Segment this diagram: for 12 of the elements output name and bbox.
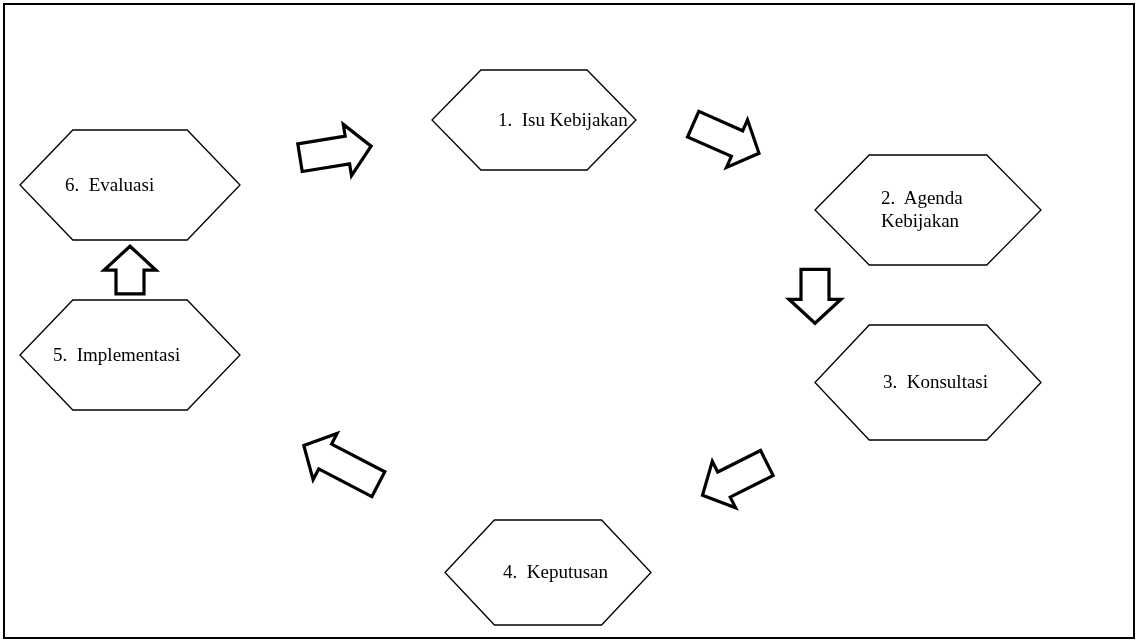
block-arrow	[99, 244, 161, 296]
step-label: 1. Isu Kebijakan	[498, 108, 629, 132]
block-arrow	[295, 120, 374, 180]
block-arrow	[301, 430, 387, 499]
block-arrow	[784, 267, 846, 326]
step-label: 2. Agenda Kebijakan	[881, 187, 964, 233]
step-label: 4. Keputusan	[503, 561, 609, 584]
step-label: 5. Implementasi	[53, 343, 182, 367]
block-arrow	[685, 109, 761, 171]
step-label: 3. Konsultasi	[883, 371, 990, 394]
step-label: 6. Evaluasi	[65, 173, 156, 197]
block-arrow	[700, 448, 776, 511]
